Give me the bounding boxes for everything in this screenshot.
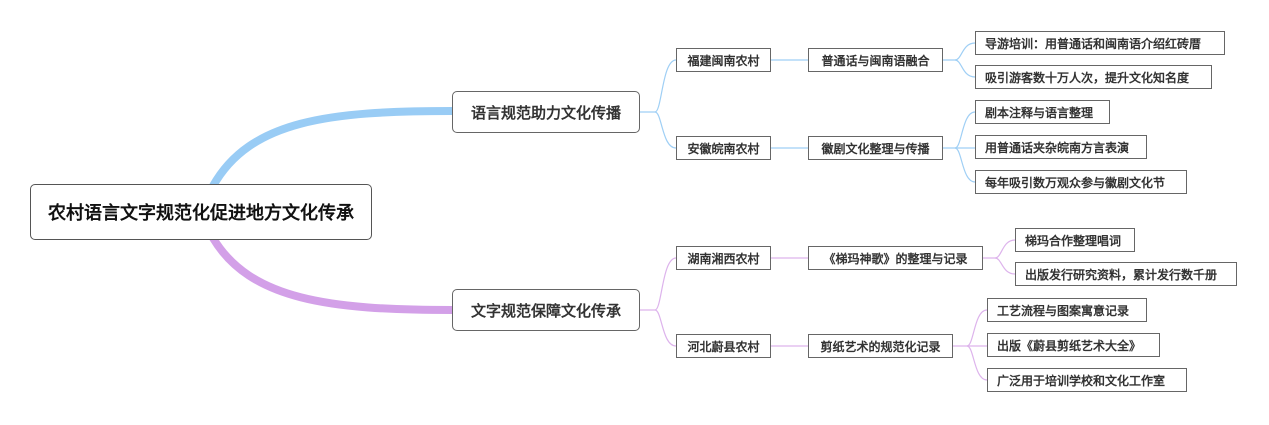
point-hunan-1[interactable]: 梯玛合作整理唱词 bbox=[1015, 228, 1135, 252]
point-anhui-2[interactable]: 用普通话夹杂皖南方言表演 bbox=[975, 135, 1147, 159]
point-anhui-1[interactable]: 剧本注释与语言整理 bbox=[975, 100, 1110, 124]
branch-line-language bbox=[209, 107, 456, 190]
point-fujian-2[interactable]: 吸引游客数十万人次，提升文化知名度 bbox=[975, 65, 1212, 89]
root-topic[interactable]: 农村语言文字规范化促进地方文化传承 bbox=[30, 184, 372, 240]
point-fujian-1[interactable]: 导游培训：用普通话和闽南语介绍红砖厝 bbox=[975, 31, 1225, 55]
branch-language-standards[interactable]: 语言规范助力文化传播 bbox=[452, 91, 640, 133]
topic-hunan[interactable]: 《梯玛神歌》的整理与记录 bbox=[808, 246, 983, 270]
region-fujian[interactable]: 福建闽南农村 bbox=[676, 48, 771, 72]
point-hebei-1[interactable]: 工艺流程与图案寓意记录 bbox=[987, 298, 1147, 322]
branch-line-writing bbox=[209, 234, 456, 314]
topic-hebei[interactable]: 剪纸艺术的规范化记录 bbox=[808, 334, 953, 358]
point-hebei-2[interactable]: 出版《蔚县剪纸艺术大全》 bbox=[987, 333, 1160, 357]
point-hebei-3[interactable]: 广泛用于培训学校和文化工作室 bbox=[987, 368, 1187, 392]
point-anhui-3[interactable]: 每年吸引数万观众参与徽剧文化节 bbox=[975, 170, 1187, 194]
region-anhui[interactable]: 安徽皖南农村 bbox=[676, 136, 771, 160]
point-hunan-2[interactable]: 出版发行研究资料，累计发行数千册 bbox=[1015, 262, 1237, 286]
region-hebei[interactable]: 河北蔚县农村 bbox=[676, 334, 771, 358]
topic-fujian[interactable]: 普通话与闽南语融合 bbox=[808, 48, 943, 72]
topic-anhui[interactable]: 徽剧文化整理与传播 bbox=[808, 136, 943, 160]
branch-writing-standards[interactable]: 文字规范保障文化传承 bbox=[452, 289, 640, 331]
region-hunan[interactable]: 湖南湘西农村 bbox=[676, 246, 771, 270]
